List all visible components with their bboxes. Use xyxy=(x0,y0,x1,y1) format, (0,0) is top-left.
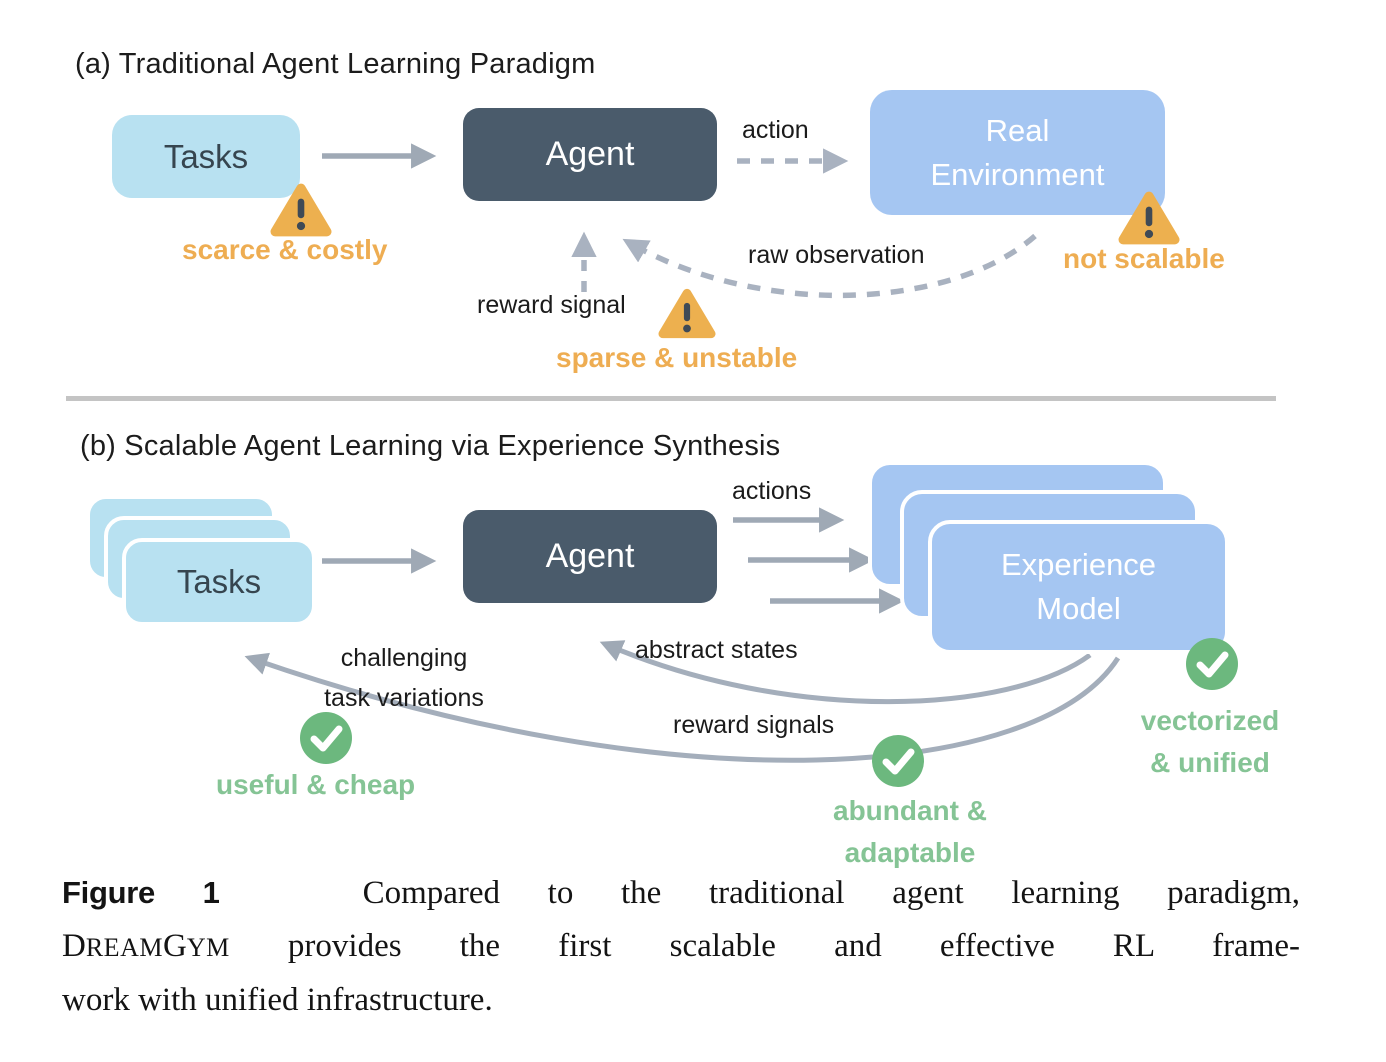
tasks-box-b: Tasks xyxy=(122,538,316,626)
figure-caption: Figure 1 Compared to the traditional age… xyxy=(62,866,1300,1027)
tasks-box-a-label: Tasks xyxy=(163,137,249,175)
caption-line-1: Figure 1 Compared to the traditional age… xyxy=(62,866,1300,920)
check-icon xyxy=(1186,638,1238,690)
real-environment-box: Real Environment xyxy=(870,90,1165,215)
reward-signals-label: reward signals xyxy=(673,711,835,739)
brand-name: DREAMGYM xyxy=(62,928,230,964)
vectorized-unified-label: vectorized & unified xyxy=(1120,700,1300,784)
panel-divider xyxy=(66,396,1276,401)
abstract-states-label: abstract states xyxy=(635,636,798,664)
warning-icon xyxy=(1118,191,1180,246)
agent-box-a-label: Agent xyxy=(545,135,635,173)
task-variations-line2: task variations xyxy=(324,684,484,712)
caption-line-3: work with unified infrastructure. xyxy=(62,982,493,1018)
real-environment-line2: Environment xyxy=(930,156,1105,192)
figure-number-label: Figure 1 xyxy=(62,875,220,910)
abundant-line: abundant & xyxy=(833,795,987,826)
caption-line-2: DREAMGYM provides the first scalable and… xyxy=(62,920,1300,974)
experience-model-line2: Model xyxy=(1036,591,1121,626)
warning-icon xyxy=(658,288,716,340)
real-environment-line1: Real xyxy=(985,112,1050,148)
reward-signal-label: reward signal xyxy=(477,291,626,319)
agent-box-b-label: Agent xyxy=(545,537,635,575)
agent-box-b: Agent xyxy=(463,510,717,603)
caption-line2-text: provides the first scalable and effectiv… xyxy=(287,928,1301,964)
action-label: action xyxy=(742,116,809,144)
tasks-box-b-label: Tasks xyxy=(176,563,262,600)
not-scalable-label: not scalable xyxy=(1063,243,1225,274)
vectorized-line: vectorized xyxy=(1140,705,1280,736)
check-icon xyxy=(300,712,352,764)
unified-line: & unified xyxy=(1150,747,1270,778)
experience-model-line1: Experience xyxy=(1000,547,1157,582)
agent-box-a: Agent xyxy=(463,108,717,201)
experience-model-box: Experience Model xyxy=(928,520,1229,654)
panel-b-title: (b) Scalable Agent Learning via Experien… xyxy=(80,430,781,462)
check-icon xyxy=(872,735,924,787)
useful-cheap-label: useful & cheap xyxy=(216,769,416,800)
warning-icon xyxy=(270,183,332,238)
sparse-unstable-label: sparse & unstable xyxy=(556,342,798,373)
scarce-costly-label: scarce & costly xyxy=(182,234,388,265)
raw-observation-label: raw observation xyxy=(748,241,925,269)
task-variations-line1: challenging xyxy=(340,644,468,672)
actions-label: actions xyxy=(732,477,812,505)
caption-line1-text: Compared to the traditional agent learni… xyxy=(362,875,1301,911)
abundant-adaptable-label: abundant & adaptable xyxy=(810,790,1010,874)
adaptable-line: adaptable xyxy=(844,837,976,868)
tasks-box-a: Tasks xyxy=(112,115,300,198)
task-variations-label: challenging task variations xyxy=(288,638,520,718)
panel-a-title: (a) Traditional Agent Learning Paradigm xyxy=(75,48,596,80)
